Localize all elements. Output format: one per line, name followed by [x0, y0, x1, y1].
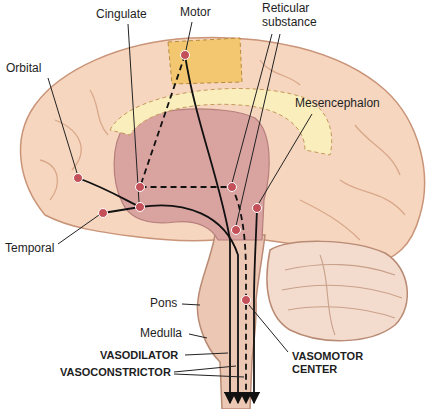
nucleus-dot	[136, 183, 145, 192]
folium	[288, 307, 395, 318]
gyrus	[260, 60, 300, 85]
part-label: Mesencephalon	[295, 97, 380, 111]
part-label: VASODILATOR	[100, 349, 178, 362]
leader-line	[232, 34, 272, 183]
pathway	[103, 207, 140, 213]
gyrus	[300, 200, 360, 240]
folium	[282, 285, 402, 298]
nuclei	[74, 51, 262, 305]
leader-line	[236, 34, 280, 226]
pathway	[254, 208, 257, 403]
leader-line	[174, 374, 244, 377]
part-label: VASOCONSTRICTOR	[60, 366, 171, 379]
gyri	[40, 60, 405, 240]
gyrus	[90, 90, 108, 135]
nucleus-dot	[136, 203, 145, 212]
gyrus	[340, 180, 405, 215]
nucleus-dot	[74, 174, 83, 183]
part-label: Cingulate	[96, 8, 147, 22]
nucleus-dot	[242, 296, 251, 305]
gyrus	[40, 160, 57, 200]
cerebellum-folia	[282, 255, 402, 335]
leader-line	[182, 304, 200, 305]
folium	[285, 265, 395, 275]
leader-lines	[48, 22, 312, 377]
pathways	[78, 55, 257, 403]
leader-line	[48, 78, 77, 173]
leader-line	[186, 22, 192, 50]
part-label: Reticular substance	[262, 2, 326, 30]
part-label: VASOMOTOR CENTER	[292, 350, 376, 375]
nucleus-dot	[232, 226, 241, 235]
leader-line	[189, 334, 207, 338]
leader-line	[259, 114, 312, 203]
nucleus-dot	[228, 183, 237, 192]
gyrus	[355, 125, 400, 175]
leader-line	[58, 215, 99, 244]
motor-area	[168, 38, 242, 84]
leader-line	[174, 366, 236, 372]
leader-line	[249, 305, 288, 352]
nucleus-dot	[253, 204, 262, 213]
nucleus-dot	[99, 209, 108, 218]
part-label: Orbital	[6, 62, 41, 76]
cerebellum	[267, 241, 407, 340]
part-label: Motor	[180, 6, 211, 20]
part-label: Pons	[150, 297, 177, 311]
leader-line	[185, 353, 228, 355]
pathway	[78, 178, 140, 207]
nucleus-dot	[181, 51, 190, 60]
part-label: Temporal	[5, 242, 54, 256]
part-label: Medulla	[140, 327, 182, 341]
folium	[320, 255, 335, 335]
leader-line	[128, 24, 139, 202]
